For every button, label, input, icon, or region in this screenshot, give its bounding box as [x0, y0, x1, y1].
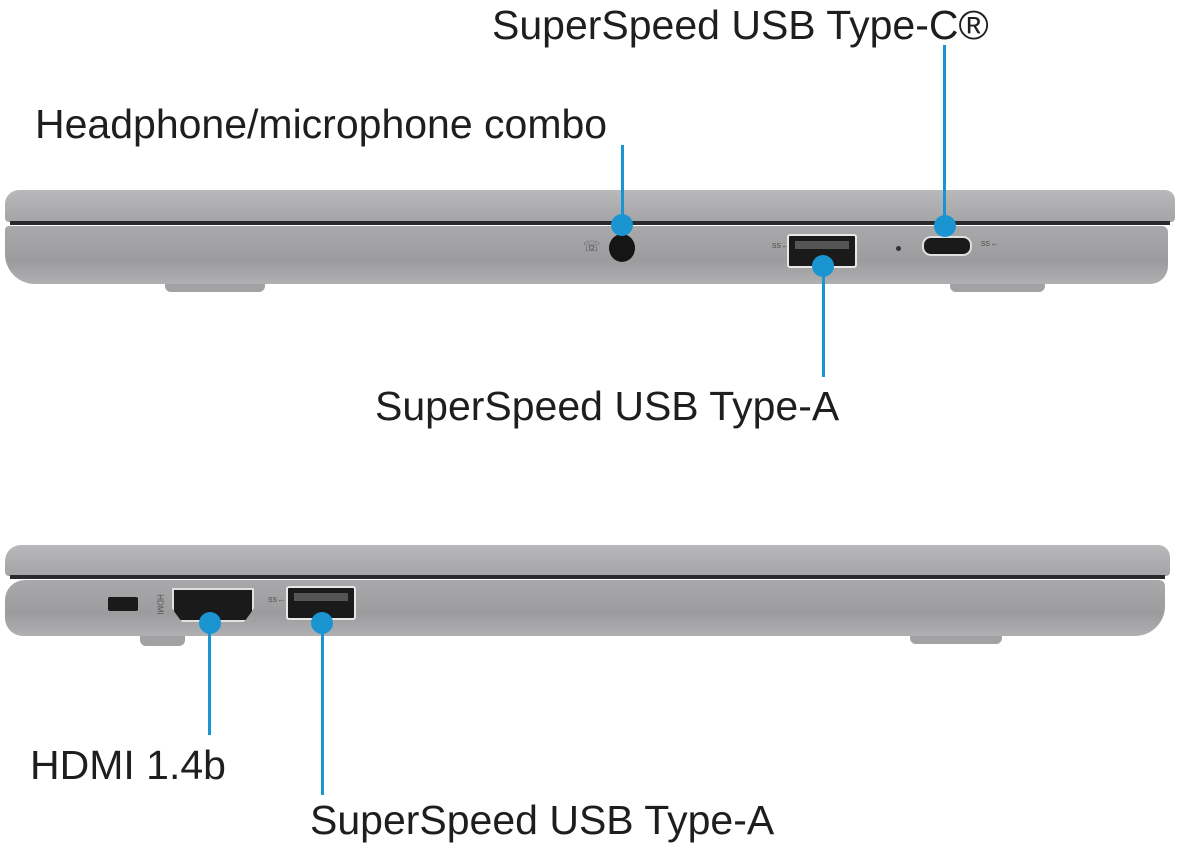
hdmi-icon: HDMI — [155, 594, 165, 615]
headphone-jack — [609, 234, 635, 262]
status-led — [896, 246, 901, 251]
callout-line — [208, 622, 211, 735]
laptop-lid — [5, 545, 1170, 576]
usb-c-label: SuperSpeed USB Type-C® — [492, 2, 989, 48]
callout-line — [621, 145, 624, 225]
security-lock-slot — [108, 597, 138, 611]
usb-a-top-label: SuperSpeed USB Type-A — [375, 383, 840, 429]
superspeed-icon: ss← — [268, 594, 286, 604]
laptop-base — [5, 226, 1168, 284]
callout-dot — [934, 215, 956, 237]
laptop-lid — [5, 190, 1175, 222]
callout-dot — [311, 612, 333, 634]
laptop-seam — [10, 221, 1170, 225]
superspeed-icon: ss← — [981, 238, 999, 248]
laptop-foot — [910, 634, 1002, 644]
headphone-label: Headphone/microphone combo — [35, 101, 608, 147]
usb-a-bottom-label: SuperSpeed USB Type-A — [310, 797, 775, 843]
laptop-foot — [140, 634, 185, 646]
callout-line — [822, 265, 825, 377]
callout-dot — [199, 612, 221, 634]
superspeed-icon: ss← — [772, 240, 790, 250]
laptop-seam — [10, 575, 1165, 579]
usb-c-port — [922, 236, 972, 256]
callout-line — [321, 622, 324, 795]
callout-dot — [812, 255, 834, 277]
callout-line — [943, 45, 946, 225]
callout-dot — [611, 214, 633, 236]
hdmi-label: HDMI 1.4b — [30, 742, 226, 788]
headphone-icon: ☏ — [583, 238, 601, 254]
